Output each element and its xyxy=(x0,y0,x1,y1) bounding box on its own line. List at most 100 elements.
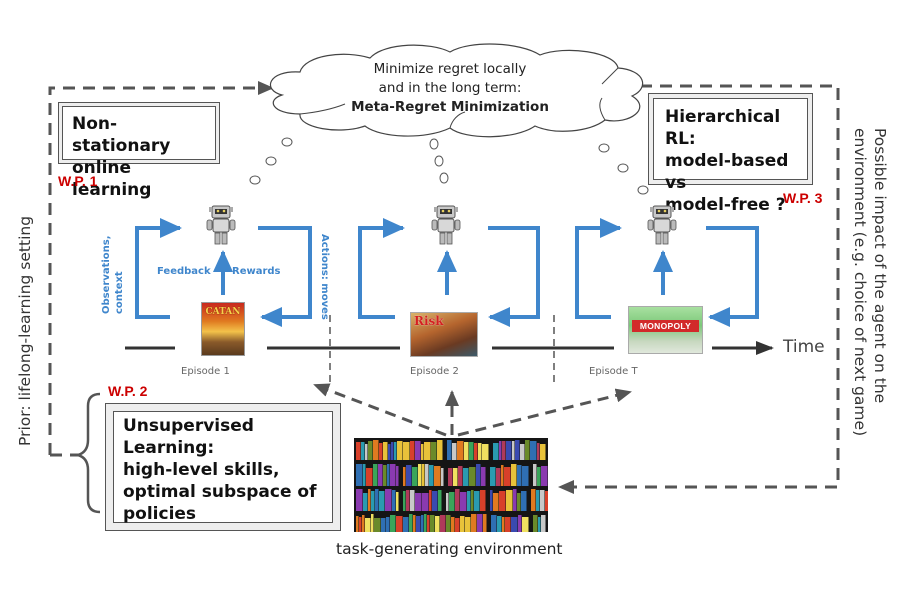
game-box-spine xyxy=(373,440,379,460)
game-box-spine xyxy=(363,493,368,511)
game-box-spine xyxy=(429,490,432,511)
wp2-title-line-2: Learning: xyxy=(123,438,215,458)
game-box-spine xyxy=(440,515,446,532)
game-box-spine xyxy=(533,515,538,532)
game-box-spine xyxy=(424,514,427,532)
game-box-spine xyxy=(521,491,527,511)
game-shelf-icon xyxy=(354,438,548,532)
game-box-spine xyxy=(501,465,504,486)
game-box-spine xyxy=(452,443,457,460)
observation-arrow xyxy=(135,218,182,319)
game-box-spine xyxy=(471,490,474,511)
game-box-spine xyxy=(453,468,458,486)
game-box-spine xyxy=(383,442,388,460)
agent-loop-episode-t xyxy=(575,218,759,327)
game-box-spine xyxy=(368,489,371,511)
rewards-label: Rewards xyxy=(232,266,281,277)
game-box-spine xyxy=(483,514,487,532)
wp2-box: Unsupervised Learning: high-level skills… xyxy=(105,403,341,531)
game-box-spine xyxy=(421,515,424,532)
game-box-spine xyxy=(434,466,441,486)
game-box-spine xyxy=(415,441,421,460)
game-box-spine xyxy=(536,490,540,511)
bubble xyxy=(281,137,293,147)
game-box-spine xyxy=(413,515,416,532)
wp1-box-inner: Non-stationary online learning xyxy=(62,106,216,200)
game-box-spine xyxy=(363,464,366,486)
env-to-episode-1-arrow xyxy=(313,383,447,437)
agent-loop-episode-2 xyxy=(358,218,540,327)
game-box-spine xyxy=(422,464,425,486)
game-box-spine xyxy=(394,442,397,460)
bubble xyxy=(434,155,444,167)
game-box-spine xyxy=(381,518,386,532)
game-box-spine xyxy=(379,443,383,460)
cloud-shape xyxy=(270,43,644,138)
game-box-spine xyxy=(429,465,434,486)
game-box-spine xyxy=(517,493,521,511)
wp1-title-line-2: online learning xyxy=(72,158,152,200)
game-box-spine xyxy=(388,444,391,460)
cloud-line-1: Minimize regret locally xyxy=(373,61,527,77)
game-box-spine xyxy=(373,464,378,486)
game-box-spine xyxy=(460,492,467,511)
game-box-spine xyxy=(482,444,489,460)
prior-setting-label: Prior: lifelong-learning setting xyxy=(16,215,34,446)
wp3-tag: W.P. 3 xyxy=(783,190,823,206)
game-box-spine xyxy=(504,467,511,486)
wp3-title-line-2: model-based vs xyxy=(665,151,789,193)
game-box-spine xyxy=(430,515,435,532)
action-arrow xyxy=(488,226,540,327)
time-label: Time xyxy=(783,337,825,357)
game-box-spine xyxy=(499,491,506,511)
game-box-spine xyxy=(396,466,399,486)
game-box-spine xyxy=(365,518,371,532)
bubble xyxy=(429,138,439,150)
game-box-spine xyxy=(435,516,440,532)
wp3-title-line-3: model-free ? xyxy=(665,195,786,215)
game-box-spine xyxy=(356,516,359,532)
wp2-title-line-1: Unsupervised xyxy=(123,416,254,436)
game-box-spine xyxy=(481,467,486,486)
game-box-spine xyxy=(474,491,480,511)
game-box-spine xyxy=(421,444,424,460)
bubble xyxy=(439,172,449,184)
action-arrow xyxy=(258,226,312,327)
actions-label: Actions: moves xyxy=(319,234,330,320)
game-box-spine xyxy=(371,514,374,532)
game-box-spine xyxy=(497,516,502,532)
game-box-spine xyxy=(540,444,546,460)
game-box-spine xyxy=(522,466,529,486)
game-box-spine xyxy=(446,515,451,532)
feedback-label: Feedback xyxy=(157,266,211,277)
game-box-spine xyxy=(386,517,390,532)
game-box-spine xyxy=(471,514,477,532)
game-box-spine xyxy=(362,515,365,532)
env-to-episode-t-arrow xyxy=(457,388,632,437)
game-box-spine xyxy=(406,490,410,511)
game-box-spine xyxy=(397,441,403,460)
observation-arrow xyxy=(358,218,405,319)
game-box-spine xyxy=(469,467,476,486)
game-box-spine xyxy=(477,514,483,532)
game-box-spine xyxy=(502,517,505,532)
game-box-spine xyxy=(410,490,415,511)
episode-t-label: Episode T xyxy=(589,366,638,377)
game-box-spine xyxy=(517,465,522,486)
game-box-spine xyxy=(451,517,455,532)
game-box-spine xyxy=(359,517,362,532)
game-box-spine xyxy=(396,516,403,532)
wp1-box: Non-stationary online learning xyxy=(58,102,220,200)
robot-agent-icon xyxy=(431,205,461,245)
game-box-spine xyxy=(356,464,363,486)
game-box-spine xyxy=(425,464,429,486)
bubble xyxy=(617,163,629,173)
game-box-spine xyxy=(361,442,365,460)
game-box-spine xyxy=(496,468,501,486)
risk-title: Risk xyxy=(414,314,444,328)
game-box-spine xyxy=(511,517,518,532)
game-box-spine xyxy=(379,491,385,511)
environment-arrows xyxy=(313,383,632,437)
game-box-spine xyxy=(493,493,499,511)
